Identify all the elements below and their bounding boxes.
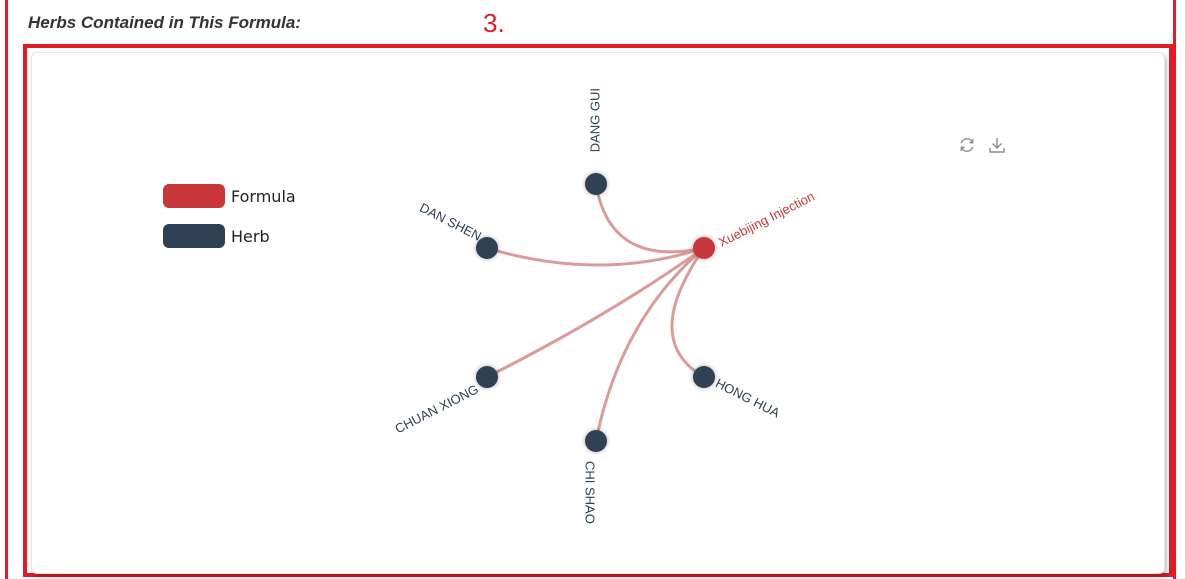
legend-item-formula[interactable]: Formula <box>163 183 296 209</box>
edge-chi-shao[interactable] <box>594 246 705 442</box>
herb-label-hong-hua: HONG HUA <box>713 375 783 420</box>
legend-swatch-herb <box>163 224 225 248</box>
legend-swatch-formula <box>163 184 225 208</box>
formula-label: Xuebijing Injection <box>716 188 817 249</box>
step-marker: 3. <box>483 8 505 38</box>
edge-hong-hua[interactable] <box>670 247 706 379</box>
herb-label-dan-shen: DAN SHEN <box>417 200 484 244</box>
edge-chuan-xiong[interactable] <box>486 246 705 379</box>
chart-highlight-outline <box>23 44 1173 577</box>
edges-layer <box>486 183 706 442</box>
herb-label-chi-shao: CHI SHAO <box>583 461 598 524</box>
herb-node-chuan-xiong[interactable] <box>476 366 498 388</box>
herb-label-chuan-xiong: CHUAN XIONG <box>392 381 481 436</box>
legend-label-herb: Herb <box>231 226 270 246</box>
chart-panel <box>31 52 1165 574</box>
herb-node-dang-gui[interactable] <box>585 173 607 195</box>
herb-label-dang-gui: DANG GUI <box>587 88 602 152</box>
legend-label-formula: Formula <box>231 186 296 206</box>
herb-node-dan-shen[interactable] <box>476 237 498 259</box>
edge-dan-shen[interactable] <box>486 246 705 267</box>
section-title: Herbs Contained in This Formula: <box>28 13 301 32</box>
legend-item-herb[interactable]: Herb <box>163 223 270 249</box>
herb-node-hong-hua[interactable] <box>693 366 715 388</box>
edge-dang-gui[interactable] <box>594 183 705 254</box>
herb-node-chi-shao[interactable] <box>585 430 607 452</box>
annotation-frame <box>5 0 1176 579</box>
nodes-layer <box>476 173 715 452</box>
formula-node[interactable] <box>693 237 715 259</box>
download-icon[interactable] <box>988 136 1006 154</box>
labels-layer: DANG GUI DAN SHEN CHUAN XIONG CHI SHAO HONG … <box>392 88 817 524</box>
restore-icon[interactable] <box>958 136 976 154</box>
chart-toolbox <box>958 136 1006 154</box>
